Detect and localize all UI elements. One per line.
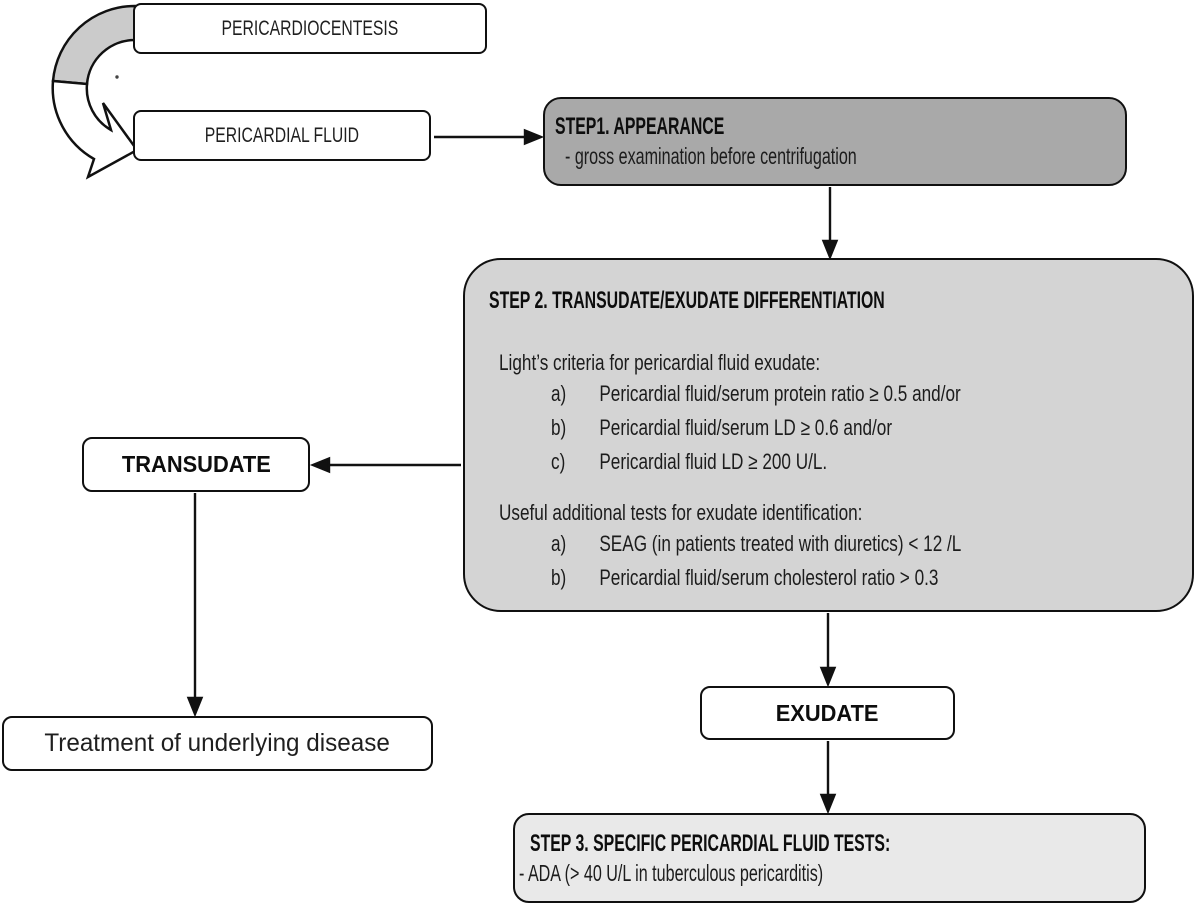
list-item-text: SEAG (in patients treated with diuretics… <box>599 531 962 556</box>
curved-arrow-head-part <box>51 79 139 180</box>
node-treatment: Treatment of underlying disease <box>2 716 433 771</box>
step1-title: STEP1. APPEARANCE <box>555 113 725 140</box>
step1-description: - gross examination before centrifugatio… <box>565 143 857 169</box>
exudate-label: EXUDATE <box>776 699 879 726</box>
list-item-text: Pericardial fluid/serum LD ≥ 0.6 and/or <box>599 415 893 440</box>
list-item-text: Pericardial fluid LD ≥ 200 U/L. <box>599 449 828 474</box>
arrowhead-exudate-to-step3 <box>819 793 837 815</box>
step2-title: STEP 2. TRANSUDATE/EXUDATE DIFFERENTIATI… <box>489 287 885 314</box>
arrowhead-step1-to-step2 <box>821 239 839 261</box>
node-step2-differentiation: STEP 2. TRANSUDATE/EXUDATE DIFFERENTIATI… <box>463 258 1194 612</box>
list-item-text: Pericardial fluid/serum protein ratio ≥ … <box>599 381 961 406</box>
step2-additional-heading: Useful additional tests for exudate iden… <box>499 500 863 525</box>
pericardial-fluid-label: PERICARDIAL FLUID <box>204 123 360 147</box>
step2-lights-heading: Light’s criteria for pericardial fluid e… <box>499 350 821 375</box>
list-item: b) Pericardial fluid/serum cholesterol r… <box>551 561 938 595</box>
node-transudate: TRANSUDATE <box>82 437 310 492</box>
curved-arrow-shaded-part <box>51 4 137 86</box>
arrowhead-step2-to-exudate <box>819 666 837 688</box>
list-item-marker: b) <box>551 415 567 440</box>
node-step3-specific-tests: STEP 3. SPECIFIC PERICARDIAL FLUID TESTS… <box>513 813 1146 903</box>
list-item-marker: b) <box>551 565 567 590</box>
transudate-label: TRANSUDATE <box>121 451 271 477</box>
node-pericardial-fluid: PERICARDIAL FLUID <box>133 110 431 161</box>
list-item-marker: a) <box>551 531 567 556</box>
list-item-marker: a) <box>551 381 567 406</box>
curved-arrow-icon <box>51 4 139 180</box>
list-item-text: Pericardial fluid/serum cholesterol rati… <box>599 565 939 590</box>
arrowhead-transudate-to-treatment <box>186 696 204 718</box>
arrowhead-step2-to-transudate <box>309 456 331 474</box>
pericardiocentesis-label: PERICARDIOCENTESIS <box>221 16 399 40</box>
arrowhead-fluid-to-step1 <box>523 128 545 146</box>
node-exudate: EXUDATE <box>700 686 955 740</box>
stray-dot <box>115 75 119 79</box>
node-step1-appearance: STEP1. APPEARANCE - gross examination be… <box>543 97 1127 186</box>
list-item-marker: c) <box>551 449 566 474</box>
list-item: a) Pericardial fluid/serum protein ratio… <box>551 377 961 411</box>
step3-description: - ADA (> 40 U/L in tuberculous pericardi… <box>519 859 824 886</box>
treatment-label: Treatment of underlying disease <box>44 729 391 757</box>
list-item: c) Pericardial fluid LD ≥ 200 U/L. <box>551 445 827 479</box>
list-item: b) Pericardial fluid/serum LD ≥ 0.6 and/… <box>551 411 892 445</box>
node-pericardiocentesis: PERICARDIOCENTESIS <box>133 3 487 54</box>
list-item: a) SEAG (in patients treated with diuret… <box>551 527 961 561</box>
step3-title: STEP 3. SPECIFIC PERICARDIAL FLUID TESTS… <box>530 829 891 857</box>
